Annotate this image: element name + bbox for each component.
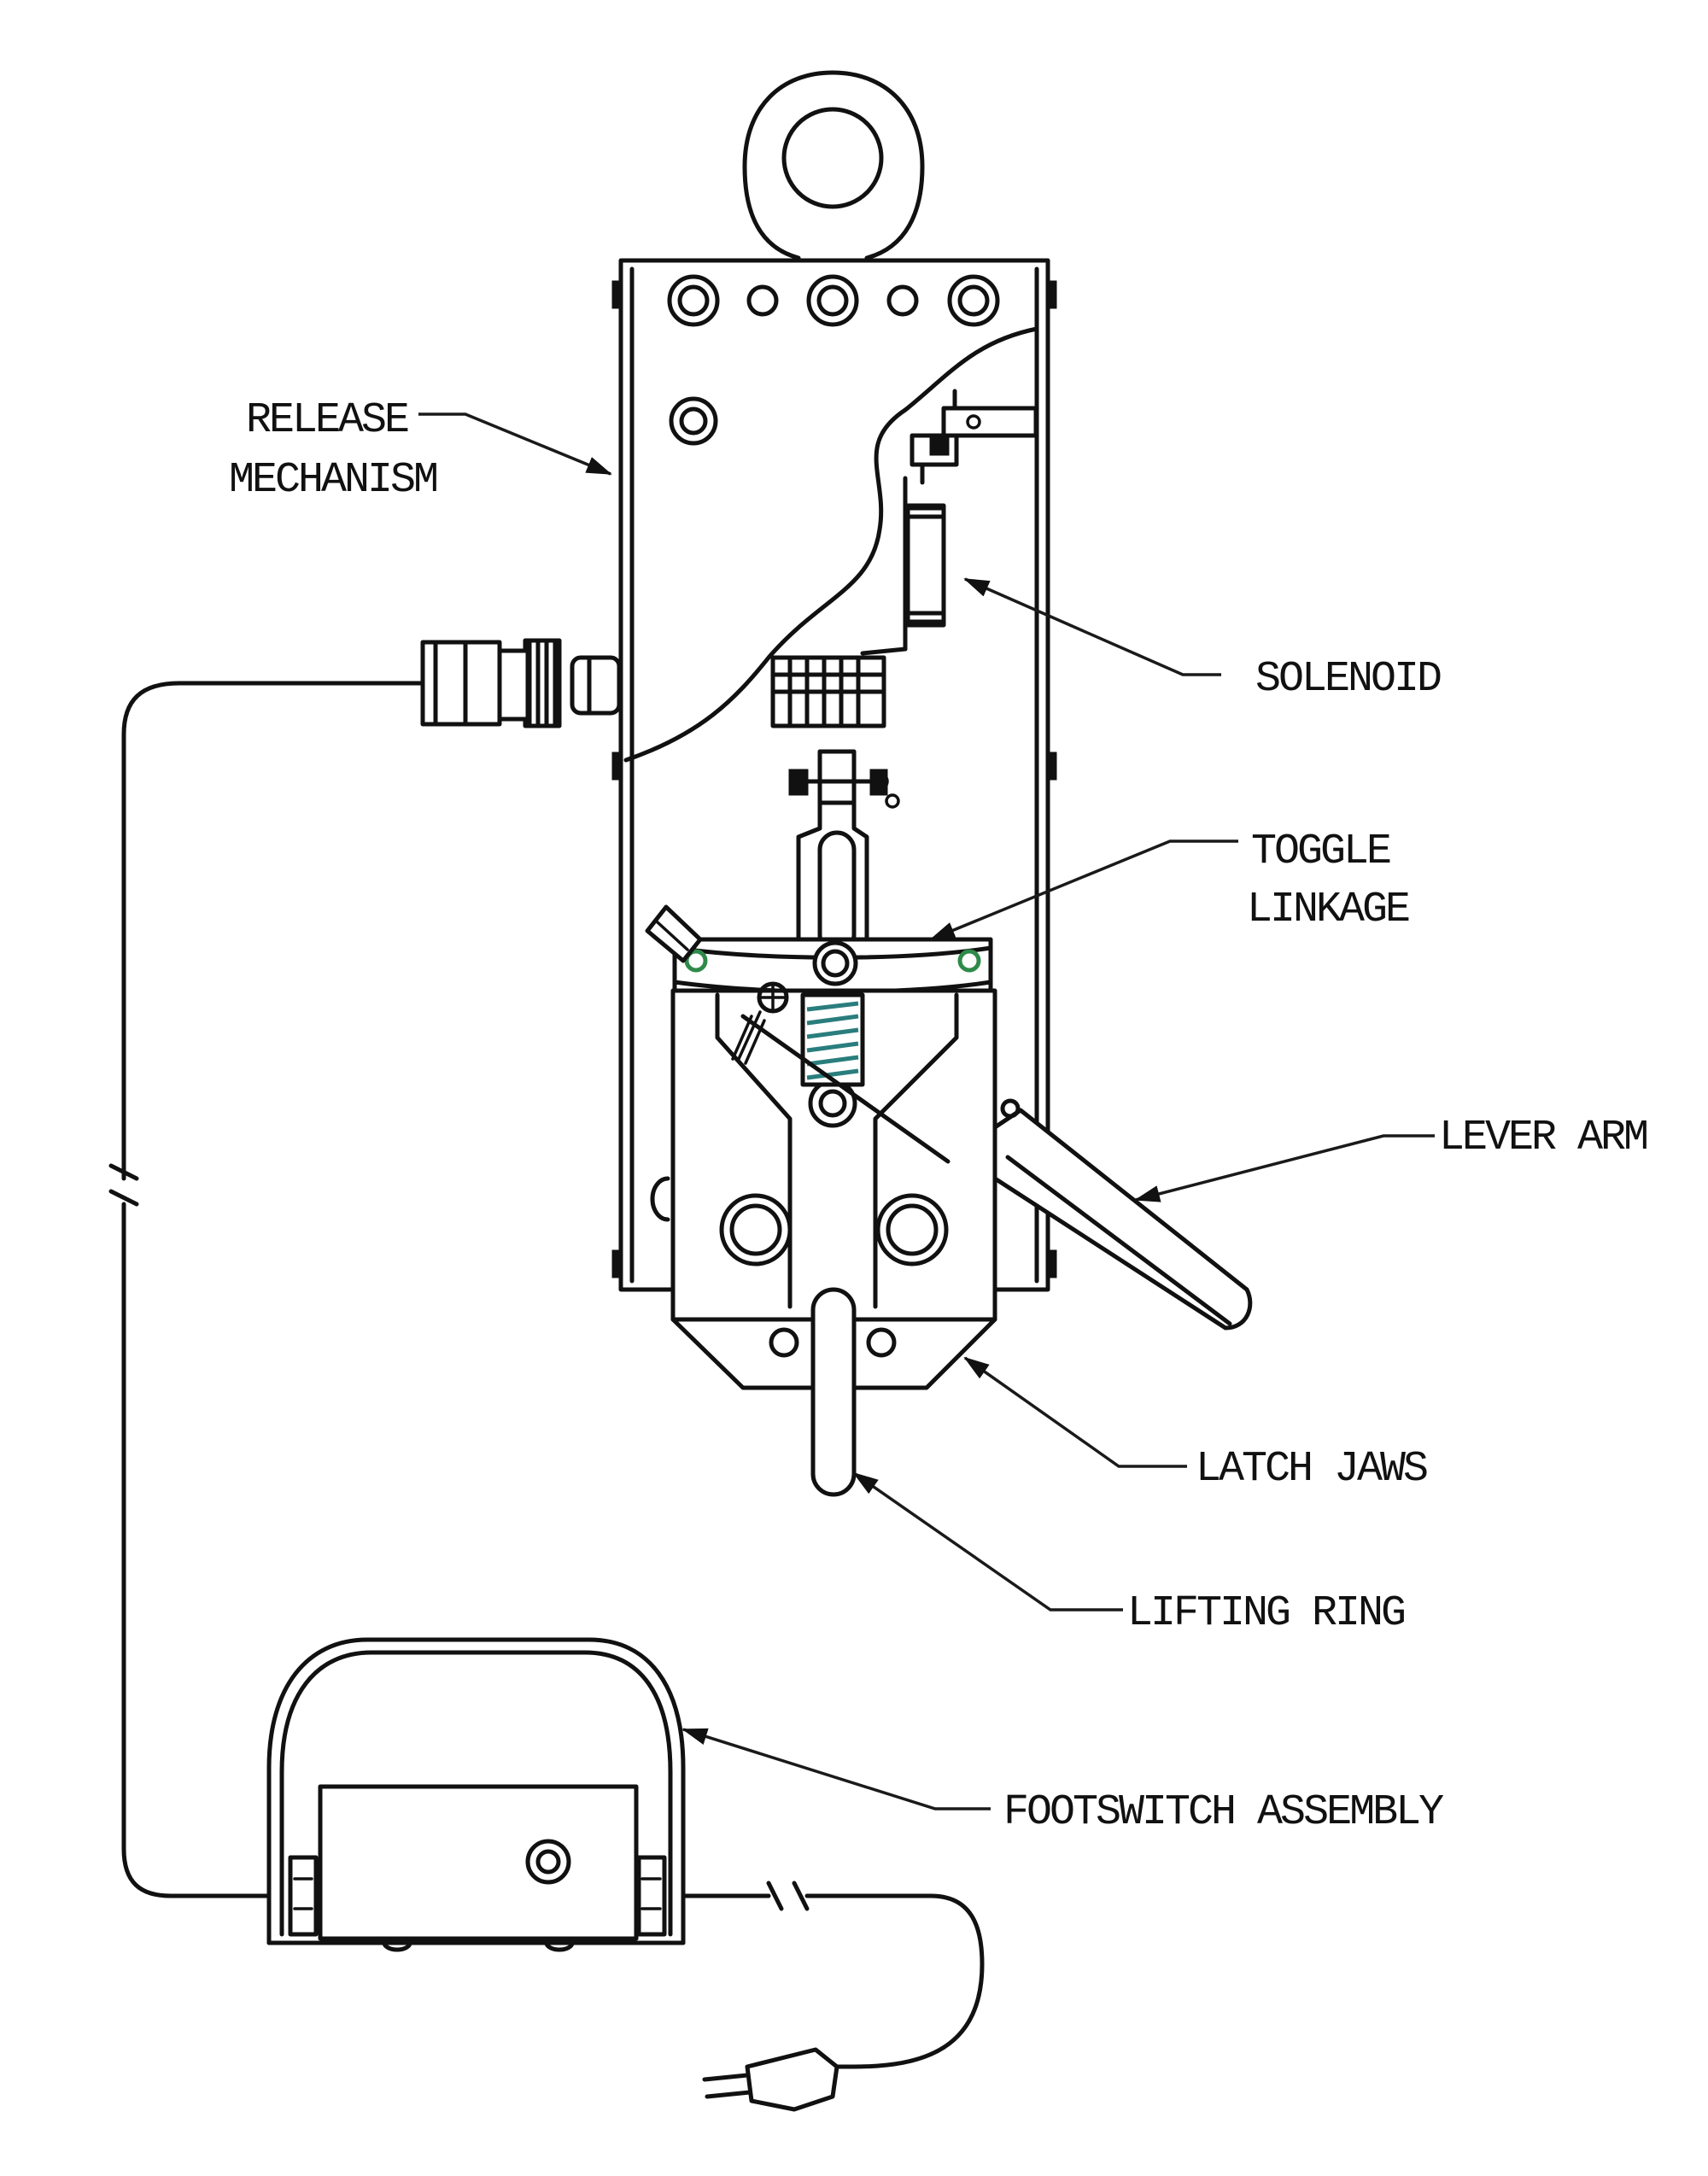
lever-arm [992,1098,1253,1331]
spring [800,992,865,1087]
secondary-spring [731,981,951,1164]
label-release: RELEASE [246,396,408,445]
latch-jaws [670,988,997,1390]
label-linkage: LINKAGE [1247,886,1409,934]
leader-lines [418,412,1435,1810]
hoist-eye [742,70,925,260]
toggle-linkage [645,904,993,994]
label-footswitch-assembly: FOOTSWITCH ASSEMBLY [1003,1788,1444,1837]
power-plug [702,2047,839,2112]
label-mechanism: MECHANISM [229,456,436,505]
label-lever-arm: LEVER ARM [1439,1114,1647,1162]
lifting-ring [810,1287,857,1497]
bnc-connector [420,638,622,728]
label-solenoid: SOLENOID [1255,655,1441,704]
label-lifting-ring: LIFTING RING [1127,1589,1404,1638]
cutaway-section [623,326,1039,763]
label-latch-jaws: LATCH JAWS [1196,1445,1427,1494]
footswitch-assembly [266,1637,686,1952]
solenoid [770,476,946,728]
cable [108,681,985,2069]
label-toggle: TOGGLE [1251,828,1390,876]
